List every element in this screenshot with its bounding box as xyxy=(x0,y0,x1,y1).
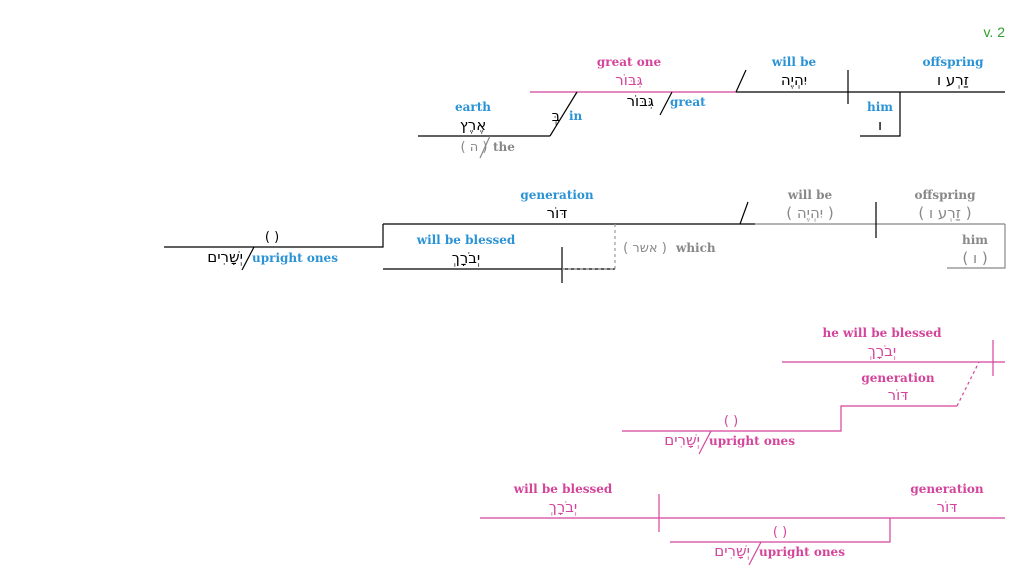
complement-hebrew-2: דּוֹר xyxy=(547,204,568,222)
rel-pron-gloss: which xyxy=(675,241,716,255)
genitive-slant-3 xyxy=(698,430,712,455)
verb-gloss-4: will be blessed xyxy=(513,482,613,496)
verb-hebrew-4: יְבֹרָךְ xyxy=(549,498,578,516)
possessor-line xyxy=(860,92,901,137)
subject-hebrew-4: דּוֹר xyxy=(937,498,958,516)
verb-hebrew: יִהְיֶה xyxy=(781,71,807,89)
subject-gloss: offspring xyxy=(923,55,985,69)
complement-divider xyxy=(735,69,747,93)
genitive-hebrew: יְשָׁרִים xyxy=(207,248,243,266)
possessor-gloss: him xyxy=(867,100,893,114)
verb-hebrew-2: ( יִהְיֶה ) xyxy=(786,204,834,222)
rel-verb-hebrew: יְבֹרָךְ xyxy=(452,249,481,267)
verb-gloss: will be xyxy=(771,55,817,69)
genitive-slant-4 xyxy=(748,541,762,566)
verb-gloss-3: he will be blessed xyxy=(822,326,942,340)
dashed-3 xyxy=(956,361,980,407)
rel-verb-gloss: will be blessed xyxy=(416,233,516,247)
complement-mod-gloss: great xyxy=(670,95,706,109)
article-slant xyxy=(479,135,491,159)
article-gloss: the xyxy=(493,140,515,154)
complement-hebrew: גִּבּוֹר xyxy=(615,71,642,89)
genitive-gloss-4: upright ones xyxy=(759,545,845,559)
possessor-hebrew-2: ( ו ) xyxy=(962,249,987,267)
modifier-slant xyxy=(659,91,673,116)
genitive-marker-4: ( ) xyxy=(773,525,787,540)
step-line-3 xyxy=(622,405,957,432)
prep-gloss: in xyxy=(569,109,583,123)
genitive-hebrew-4: יְשָׁרִים xyxy=(714,542,750,560)
subject-hebrew-3: דּוֹר xyxy=(888,386,909,404)
possessor-hebrew: ו xyxy=(878,116,882,134)
prep-object-hebrew: אֶרֶץ xyxy=(460,116,487,134)
step-line xyxy=(164,224,384,248)
rel-pron-hebrew: ( אשר ) xyxy=(623,241,667,256)
prep-hebrew: בְּ xyxy=(552,107,561,125)
genitive-gloss-3: upright ones xyxy=(709,434,795,448)
verb-gloss-2: will be xyxy=(787,188,833,202)
complement-mod-hebrew: גִּבּוֹר xyxy=(627,92,654,110)
genitive-marker: ( ) xyxy=(265,230,279,245)
subject-gloss-3: generation xyxy=(861,371,935,385)
diagram-1: offspring זַרְע ו will be יִהְיֶה great … xyxy=(418,55,1005,159)
verse-label: v. 2 xyxy=(983,24,1005,40)
article-hebrew: ( ה ) xyxy=(461,140,488,155)
subject-gloss-2: offspring xyxy=(915,188,977,202)
subject-gloss-4: generation xyxy=(910,482,984,496)
verb-hebrew-3: יְבֹרָךְ xyxy=(868,342,897,360)
complement-divider-2 xyxy=(739,201,749,225)
subject-hebrew: זַרְע ו xyxy=(937,71,969,89)
possessor-gloss-2: him xyxy=(962,233,988,247)
prep-slant xyxy=(549,91,578,137)
complement-gloss-2: generation xyxy=(520,188,594,202)
prep-object-gloss: earth xyxy=(455,100,491,114)
possessor-line-2 xyxy=(947,224,1006,269)
subject-hebrew-2: ( זַרְע ו ) xyxy=(918,204,971,222)
diagram-4: will be blessed יְבֹרָךְ generation דּוֹ… xyxy=(480,482,1005,566)
step-line-4 xyxy=(670,518,891,543)
genitive-marker-3: ( ) xyxy=(724,414,738,429)
genitive-gloss: upright ones xyxy=(252,251,338,265)
diagram-2: offspring ( זַרְע ו ) will be ( יִהְיֶה … xyxy=(164,188,1006,283)
diagram-3: he will be blessed יְבֹרָךְ generation ד… xyxy=(622,326,1005,455)
genitive-slant xyxy=(241,246,255,271)
complement-gloss: great one xyxy=(597,55,662,69)
genitive-hebrew-3: יְשָׁרִים xyxy=(664,431,700,449)
